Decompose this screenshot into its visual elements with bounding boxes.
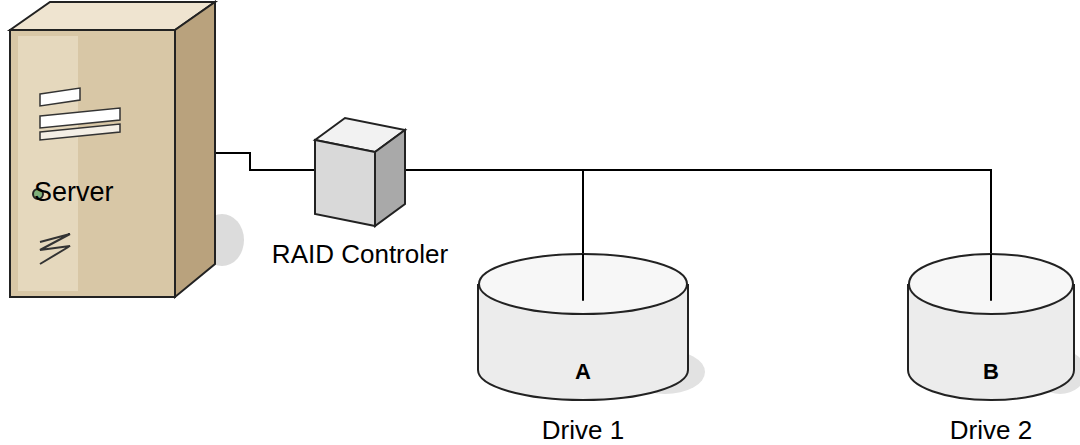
raid-controller-icon: RAID Controler (315, 118, 405, 226)
node-label: Server (34, 177, 114, 208)
server-shape (10, 2, 215, 297)
server-icon: Server (10, 2, 215, 297)
raid-shape (315, 118, 405, 226)
disk-drive: BDrive 2 (908, 254, 1074, 400)
drive-letter: A (575, 359, 591, 384)
disk-drive: ADrive 1 (478, 254, 688, 400)
node-label: Drive 1 (542, 416, 624, 445)
bus-connector (215, 153, 315, 170)
drive-letter: B (983, 359, 999, 384)
bus-connector (405, 170, 991, 254)
node-label: Drive 2 (950, 416, 1032, 445)
node-label: RAID Controler (272, 240, 448, 270)
